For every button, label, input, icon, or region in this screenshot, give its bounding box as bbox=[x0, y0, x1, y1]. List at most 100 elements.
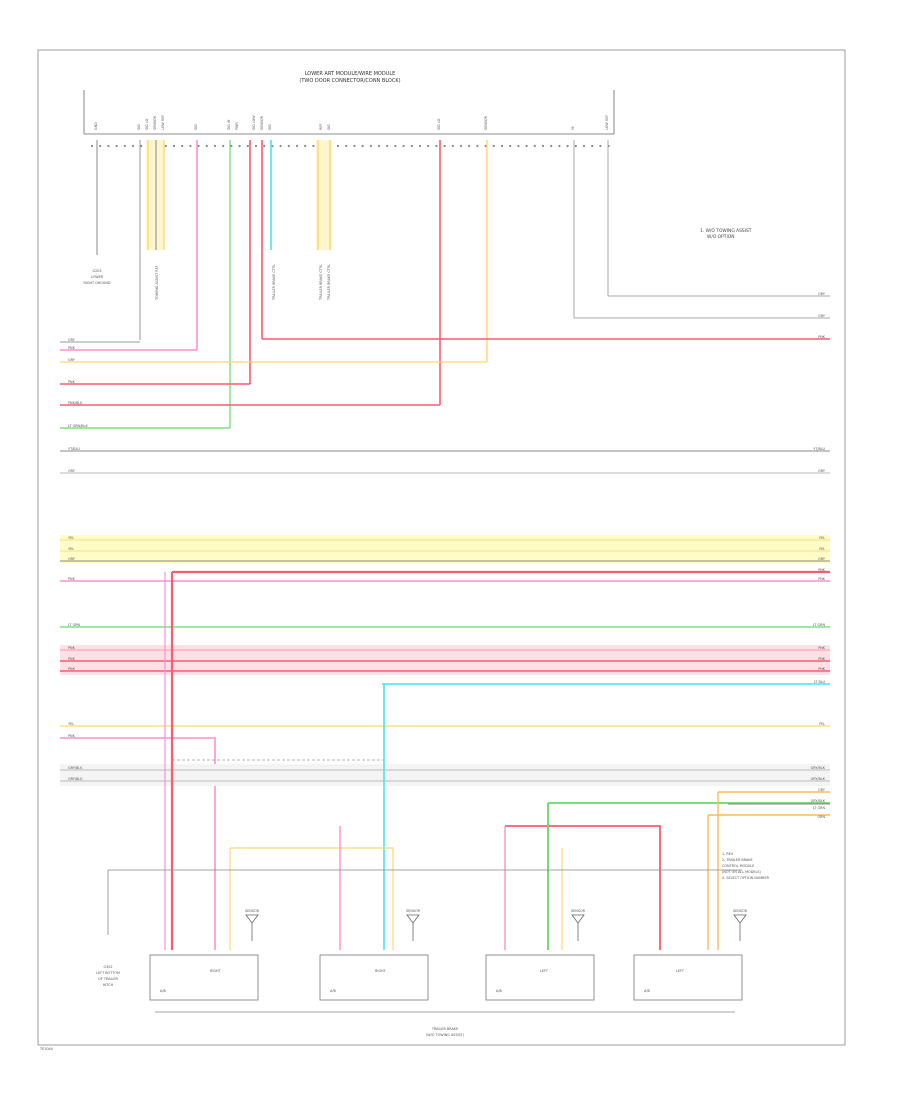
pin-label: SENSOR bbox=[153, 115, 157, 130]
lower-note-line: CONTROL MODULE bbox=[722, 864, 754, 868]
connector-pin bbox=[90, 144, 94, 148]
yellow-wire-band bbox=[60, 535, 830, 563]
wire-label: PNK bbox=[818, 667, 826, 671]
header-line-2: (TWO DOOR CONNECTOR/CONN BLOCK) bbox=[299, 78, 400, 84]
sensor-label: SENSOR bbox=[571, 909, 586, 913]
connector-pin bbox=[263, 144, 266, 148]
side-ground-line: LEFT BOTTOM bbox=[96, 971, 120, 975]
wire-label: PNK bbox=[68, 734, 76, 738]
sensor-label: SENSOR bbox=[245, 909, 260, 913]
wire-label: GRY bbox=[818, 292, 826, 296]
pin-label: LOW REF bbox=[605, 115, 609, 130]
top-module-box bbox=[83, 90, 615, 135]
wire-label: LT BLU bbox=[814, 680, 826, 684]
wire-label: YEL bbox=[68, 536, 74, 540]
wire-label: PNK bbox=[68, 646, 76, 650]
connector-pin bbox=[254, 144, 258, 148]
connector-pin bbox=[287, 144, 290, 148]
sensor-label: SENSOR bbox=[733, 909, 748, 913]
wire-label: GRY bbox=[818, 314, 826, 318]
module-sub: A/B bbox=[160, 989, 166, 993]
wire-label: PNK bbox=[818, 577, 826, 581]
wire-label: PNK bbox=[68, 577, 76, 581]
connector-pin bbox=[279, 144, 282, 148]
side-ground-line: G302 bbox=[103, 965, 112, 969]
wire-label: YEL bbox=[819, 536, 825, 540]
connector-pin bbox=[550, 144, 553, 148]
pin-label: SIG HI bbox=[227, 120, 231, 130]
right-wire-labels: GRY GRY PNK YT/BLU GRY YEL YEL GRY PNK P… bbox=[811, 292, 826, 819]
wire-label: YEL bbox=[68, 722, 74, 726]
wire-label: LT GRN/BLK bbox=[68, 424, 88, 428]
footer-line-1: TRAILER BRAKE bbox=[431, 1027, 458, 1031]
module-sub: A/B bbox=[496, 989, 502, 993]
wire-label: PNK bbox=[68, 657, 76, 661]
connector-pin bbox=[468, 144, 471, 148]
connector-pin bbox=[443, 144, 446, 148]
pin-label-group: GND SIG SIG LO SENSOR LOW REF SIG SIG HI… bbox=[94, 115, 609, 130]
lower-note-line: 1. REV bbox=[722, 852, 734, 856]
connector-pin bbox=[336, 144, 340, 148]
wire-label: YEL bbox=[819, 547, 825, 551]
connector-pin bbox=[476, 144, 479, 148]
wire-label: GRY/BLK bbox=[811, 777, 826, 781]
connector-pin bbox=[402, 144, 405, 148]
wire-label: PNK bbox=[68, 667, 76, 671]
module-label: RIGHT bbox=[210, 969, 222, 973]
module-3: LEFT A/B SENSOR bbox=[485, 909, 595, 1001]
splice-label: TRAILER BRAKE CTRL bbox=[327, 264, 331, 301]
connector-pin bbox=[238, 144, 241, 148]
pin-label: HI bbox=[571, 126, 575, 130]
ground-label-3: RIGHT GROUND bbox=[84, 281, 111, 285]
lower-note: 1. REV 2. TRAILER BRAKE CONTROL MODULE (… bbox=[722, 852, 770, 880]
side-ground-line: HITCH bbox=[103, 983, 114, 987]
connector-pin bbox=[181, 144, 184, 148]
header-line-1: LOWER ART MODULE/WIRE MODULE bbox=[305, 71, 396, 77]
connector-pin bbox=[369, 144, 372, 148]
connector-pin bbox=[517, 144, 520, 148]
ground-label-1: G203 bbox=[92, 269, 101, 273]
pin-label: SIG LO bbox=[437, 118, 441, 130]
connector-pin bbox=[246, 144, 249, 148]
connector-pin bbox=[394, 144, 397, 148]
wire-label: GRY bbox=[818, 557, 826, 561]
wire-label: YT/BLU bbox=[68, 447, 80, 451]
wire-label: GRY bbox=[818, 469, 826, 473]
connector-pin bbox=[345, 144, 348, 148]
middle-horizontal-wires bbox=[60, 539, 830, 950]
wire-label: YEL bbox=[68, 547, 74, 551]
pin-label: GND bbox=[94, 122, 98, 130]
connector-pin bbox=[107, 144, 110, 148]
wire-label: PNK bbox=[818, 657, 826, 661]
wire-label: GRY/BLK bbox=[68, 777, 83, 781]
pin-label: LOW REF bbox=[161, 115, 165, 130]
sensor-icon bbox=[571, 914, 585, 941]
connector-pin bbox=[509, 144, 512, 148]
wire-label: GRY/BLK bbox=[811, 799, 826, 803]
connector-pin bbox=[599, 144, 602, 148]
connector-pin bbox=[500, 144, 504, 148]
pin-label: REF bbox=[319, 124, 323, 130]
connector-pin bbox=[418, 144, 422, 148]
wire-label: LT GRN bbox=[68, 623, 81, 627]
module-1: RIGHT A/B SENSOR bbox=[149, 909, 260, 1001]
side-ground: G302 LEFT BOTTOM OF TRAILER HITCH bbox=[96, 965, 120, 987]
footer-line-2: (W/O TOWING ASSIST) bbox=[426, 1033, 465, 1037]
connector-pin bbox=[213, 144, 217, 148]
connector-pin bbox=[533, 144, 536, 148]
connector-pin bbox=[492, 144, 495, 148]
right-note-line-1: 1. W/O TOWING ASSIST bbox=[700, 228, 752, 234]
sensor-icon bbox=[406, 914, 420, 941]
right-note-line-2: W/O OPTION bbox=[707, 234, 735, 240]
connector-pin bbox=[582, 144, 586, 148]
connector-pin bbox=[558, 144, 561, 148]
pin-label: SENSOR bbox=[484, 115, 488, 130]
module-sub: A/B bbox=[644, 989, 650, 993]
wire-label: GRY/BLK bbox=[811, 766, 826, 770]
connector-pin bbox=[386, 144, 389, 148]
wire-label: GRY bbox=[68, 557, 76, 561]
connector-pin bbox=[99, 144, 102, 148]
connector-pin bbox=[459, 144, 463, 148]
lower-note-line: 2. TRAILER BRAKE bbox=[722, 858, 753, 862]
wire-label: GRY bbox=[818, 788, 826, 792]
